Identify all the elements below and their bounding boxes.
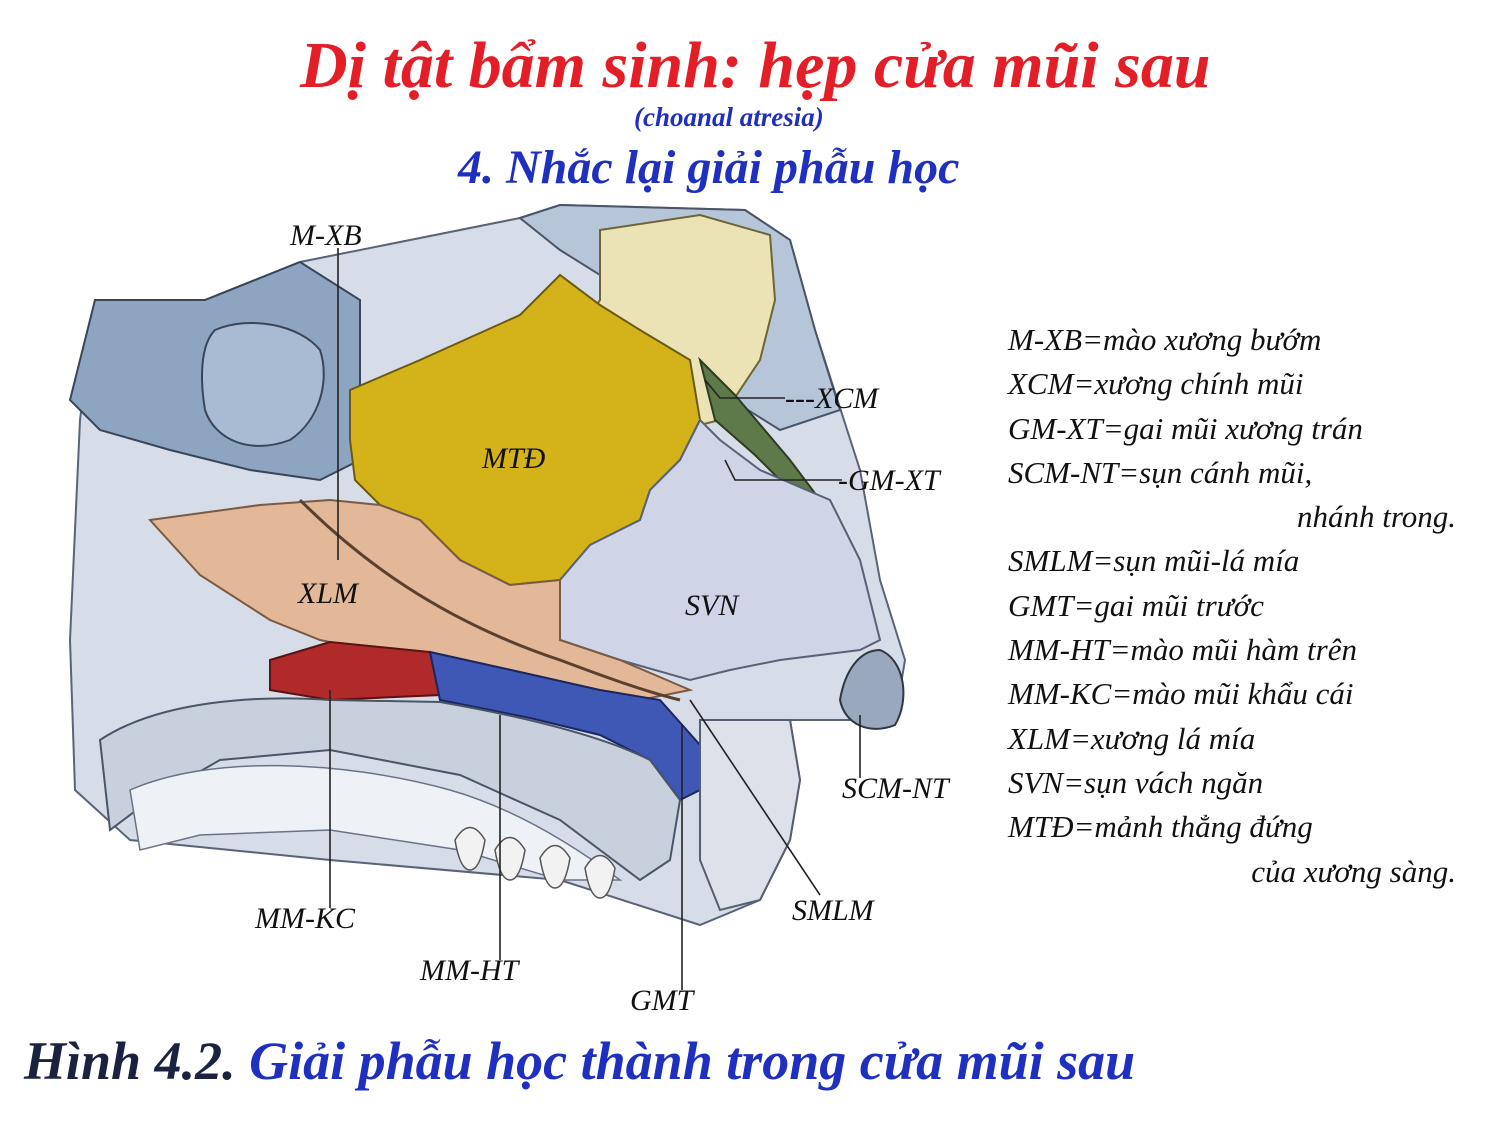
vomer-shape — [147, 498, 694, 702]
legend-item: M-XB=mào xương bướm — [1008, 322, 1322, 357]
legend-item-continuation: của xương sàng. — [1251, 853, 1456, 889]
alar-cartilage-shape — [838, 648, 905, 730]
label-mm-ht: MM-HT — [419, 954, 521, 987]
septal-cartilage-shape — [559, 418, 882, 682]
upper-lip — [699, 719, 802, 912]
legend-item: SCM-NT=sụn cánh mũi, — [1008, 454, 1313, 490]
page-subtitle: (choanal atresia) — [634, 102, 824, 132]
label-svn: SVN — [685, 589, 740, 622]
legend-item: MTĐ=mảnh thẳng đứng — [1008, 809, 1313, 845]
label-smlm: SMLM — [792, 894, 876, 927]
label-scm-nt: SCM-NT — [842, 772, 951, 805]
page-title: Dị tật bẩm sinh: hẹp cửa mũi sau — [300, 29, 1211, 102]
section-heading: 4. Nhắc lại giải phẫu học — [458, 141, 960, 194]
label-gm-xt: -GM-XT — [838, 464, 942, 497]
legend-item: GM-XT=gai mũi xương trán — [1008, 410, 1363, 446]
leader-lines — [329, 248, 861, 990]
legend-item: MM-HT=mào mũi hàm trên — [1008, 632, 1357, 668]
hard-palate — [98, 697, 682, 882]
legend-item: GMT=gai mũi trước — [1008, 587, 1264, 623]
figure-caption-text: Giải phẫu học thành trong cửa mũi sau — [249, 1031, 1136, 1091]
legend-item: SVN=sụn vách ngăn — [1008, 764, 1264, 800]
label-xcm: ---XCM — [785, 382, 880, 415]
figure-caption: Hình 4.2. Giải phẫu học thành trong cửa … — [24, 1030, 1135, 1092]
label-m-xb: M-XB — [289, 219, 362, 252]
figure-number: Hình 4.2. — [24, 1031, 236, 1091]
label-mtd: MTĐ — [481, 442, 546, 475]
legend-item: XCM=xương chính mũi — [1008, 366, 1304, 402]
legend-item: XLM=xương lá mía — [1008, 720, 1256, 756]
abbreviation-legend: M-XB=mào xương bướm XCM=xương chính mũi … — [1008, 318, 1478, 894]
teeth — [454, 826, 616, 899]
legend-item: SMLM=sụn mũi-lá mía — [1008, 543, 1300, 579]
label-xlm: XLM — [297, 577, 360, 610]
vomer-ridge-line — [298, 498, 681, 702]
legend-item-continuation: nhánh trong. — [1296, 499, 1456, 535]
maxillary-crest-shape — [428, 650, 701, 802]
label-mm-kc: MM-KC — [254, 902, 356, 935]
legend-item: MM-KC=mào mũi khẩu cái — [1008, 676, 1354, 712]
sphenoid-sinus — [201, 321, 325, 447]
label-gmt: GMT — [630, 984, 696, 1017]
